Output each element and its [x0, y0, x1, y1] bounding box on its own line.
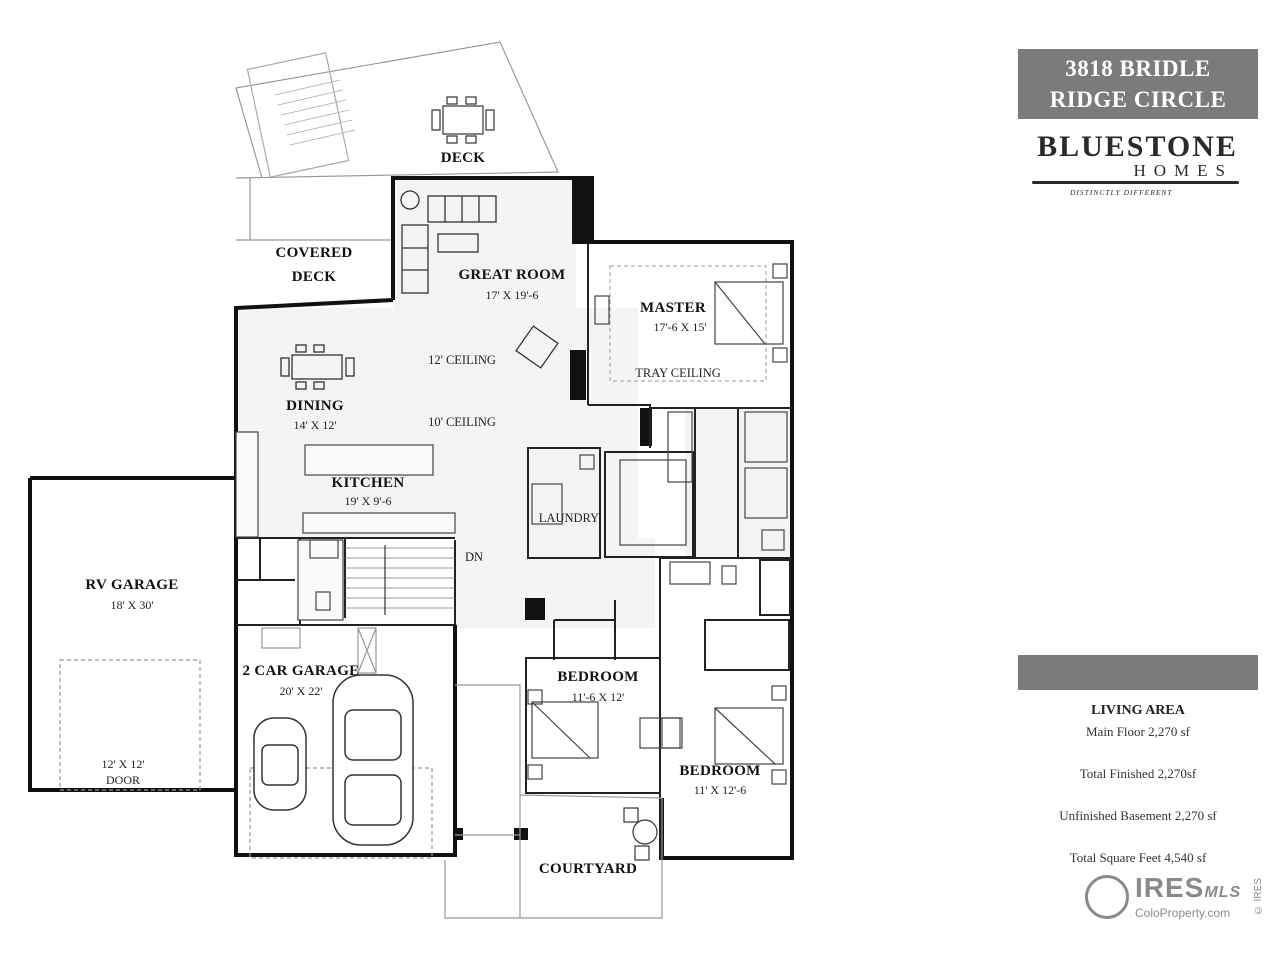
property-title-line-1: 3818 BRIDLE [1065, 56, 1211, 81]
ires-url: ColoProperty.com [1135, 906, 1231, 920]
living-area-main-floor: Main Floor 2,270 sf [1086, 724, 1190, 739]
ires-logo-icon [1085, 875, 1129, 919]
label-bedroom-1: BEDROOM [557, 669, 638, 685]
living-area-heading: LIVING AREA [1091, 703, 1185, 718]
dim-dining: 14' X 12' [294, 418, 337, 432]
living-area-total-finished: Total Finished 2,270sf [1079, 766, 1197, 781]
label-deck: DECK [441, 150, 486, 166]
dim-master: 17'-6 X 15' [654, 320, 707, 334]
courtyard-outline [444, 684, 663, 919]
stair-treads [345, 545, 455, 615]
deck-outline [235, 41, 559, 241]
brand-swoosh [1032, 181, 1239, 184]
brand-logo: BLUESTONE HOMES DISTINCTLY DIFFERENT [1030, 130, 1245, 197]
living-area-unfinished-basement: Unfinished Basement 2,270 sf [1059, 808, 1217, 823]
dim-rv-garage: 18' X 30' [111, 598, 154, 612]
property-title-line-2: RIDGE CIRCLE [1049, 87, 1227, 112]
interior-walls [236, 244, 792, 860]
dim-kitchen: 19' X 9'-6 [345, 494, 392, 508]
label-dining: DINING [286, 398, 344, 414]
label-laundry: LAUNDRY [539, 511, 599, 525]
car-icon [253, 674, 414, 846]
kitchen-cabinets [235, 431, 456, 621]
dim-two-car-garage: 20' X 22' [280, 684, 323, 698]
deck-table-icon [431, 96, 495, 144]
note-master-ceiling: TRAY CEILING [635, 366, 721, 380]
ires-side-text: © IRES [1253, 878, 1264, 916]
brand-tagline: DISTINCTLY DIFFERENT [1070, 188, 1173, 197]
label-rv-door: DOOR [106, 773, 140, 787]
note-kitchen-ceiling: 10' CEILING [428, 415, 496, 429]
label-courtyard: COURTYARD [539, 861, 637, 877]
brand-name: BLUESTONE [1037, 130, 1238, 163]
sofa-icon [400, 190, 559, 369]
label-covered-deck-2: DECK [292, 269, 337, 285]
floor-plan: DECK COVERED DECK GREAT ROOM 17' X 19'-6… [28, 41, 794, 919]
living-area-total-square-feet: Total Square Feet 4,540 sf [1069, 850, 1207, 865]
property-title: 3818 BRIDLE RIDGE CIRCLE [1018, 49, 1258, 119]
dim-bedroom-1: 11'-6 X 12' [572, 690, 625, 704]
label-kitchen: KITCHEN [332, 475, 405, 491]
dim-rv-door: 12' X 12' [102, 757, 145, 771]
ires-watermark: IRESMLS ColoProperty.com © IRES [1085, 872, 1275, 930]
label-rv-garage: RV GARAGE [85, 577, 178, 593]
label-two-car-garage: 2 CAR GARAGE [243, 663, 360, 679]
master-bath-fixtures [619, 411, 788, 551]
dining-table-icon [280, 344, 355, 390]
bedroom-2-bed-icon [661, 685, 787, 785]
brand-sub: HOMES [1133, 161, 1233, 180]
living-area-panel: LIVING AREA Main Floor 2,270 sf Total Fi… [1018, 703, 1258, 868]
label-bedroom-2: BEDROOM [679, 763, 760, 779]
dim-great-room: 17' X 19'-6 [486, 288, 539, 302]
note-great-room-ceiling: 12' CEILING [428, 353, 496, 367]
label-stairs-down: DN [465, 550, 483, 564]
master-bed-icon [594, 263, 788, 382]
dim-bedroom-2: 11' X 12'-6 [694, 783, 747, 797]
label-covered-deck: COVERED [275, 245, 352, 261]
laundry-fixtures [531, 454, 595, 525]
deck-stairs-icon [274, 79, 356, 146]
bedroom-1-bed-icon [527, 689, 681, 780]
section-divider-bar [1018, 655, 1258, 690]
ires-text: IRESMLS [1135, 872, 1242, 903]
hall-bath-fixtures [309, 539, 737, 611]
label-master: MASTER [640, 300, 706, 316]
label-great-room: GREAT ROOM [458, 267, 565, 283]
